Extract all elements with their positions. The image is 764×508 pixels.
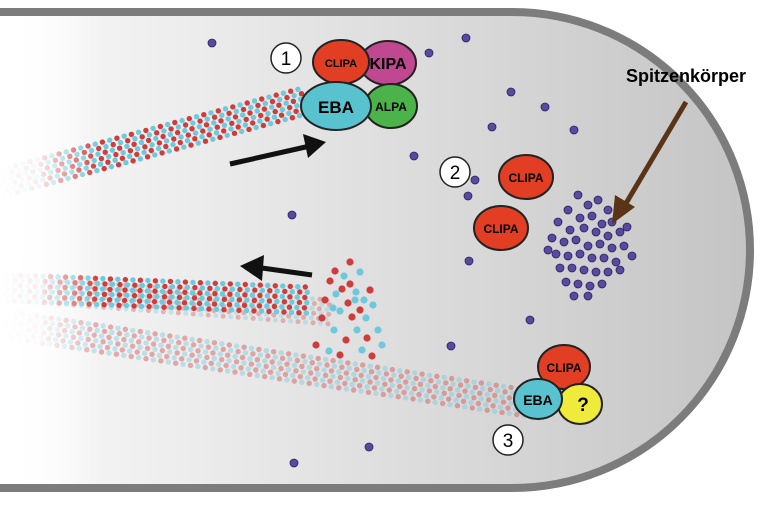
clipa-label: CLIPA <box>483 222 518 236</box>
kipa-label: KIPA <box>369 56 406 73</box>
clipa-label: CLIPA <box>325 58 357 70</box>
unknown-label: ? <box>577 395 589 416</box>
step-2-marker: 2 <box>440 157 470 187</box>
free-clipa-1: CLIPA <box>499 155 553 199</box>
step-1-marker: 1 <box>271 43 301 73</box>
clipa-label: CLIPA <box>546 361 581 375</box>
alpa-label: ALPA <box>375 100 407 114</box>
svg-text:3: 3 <box>503 431 514 452</box>
svg-text:2: 2 <box>450 163 461 184</box>
clipa-label: CLIPA <box>508 171 543 185</box>
step-3-marker: 3 <box>493 425 523 455</box>
svg-text:1: 1 <box>281 49 292 70</box>
spitzenkorper-label: Spitzenkörper <box>626 66 746 86</box>
free-clipa-2: CLIPA <box>474 206 528 250</box>
eba-label: EBA <box>523 392 553 408</box>
eba-label: EBA <box>318 98 354 117</box>
